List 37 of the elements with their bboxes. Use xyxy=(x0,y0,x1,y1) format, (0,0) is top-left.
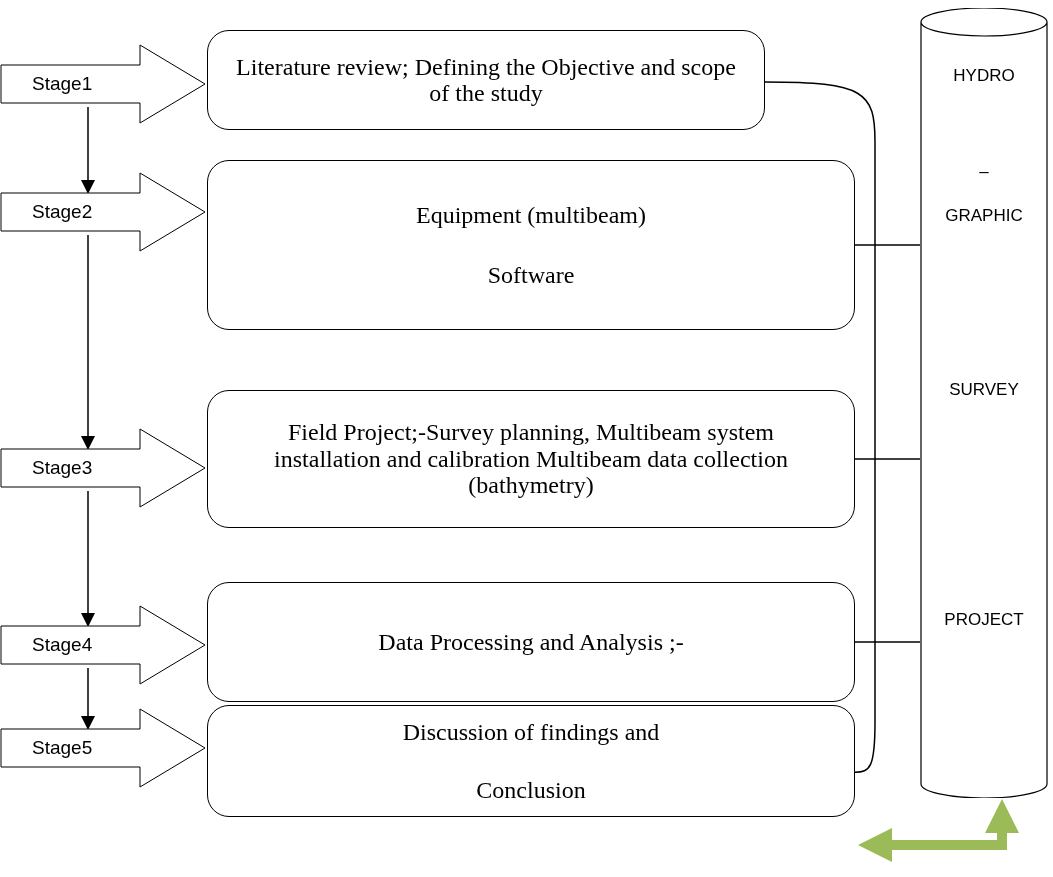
stage-label: Stage4 xyxy=(32,634,93,656)
arrow xyxy=(81,490,95,627)
box-text: Discussion of findings and xyxy=(402,718,660,745)
stage-arrow xyxy=(0,605,206,685)
stage-label: Stage3 xyxy=(32,457,93,479)
box-text: Software xyxy=(487,262,575,289)
block-arrow xyxy=(858,799,1019,862)
stage-arrow xyxy=(0,172,206,252)
connector-line xyxy=(854,244,921,246)
process-box xyxy=(207,582,855,702)
stage-label: Stage2 xyxy=(32,201,93,223)
process-box xyxy=(207,160,855,330)
box-text: Literature review; Defining the Objective and scope of the study xyxy=(236,53,736,107)
process-box xyxy=(207,390,855,528)
process-box xyxy=(207,30,765,130)
box-text: Conclusion xyxy=(476,777,586,804)
cylinder-label: GRAPHIC xyxy=(944,206,1024,226)
arrow xyxy=(81,106,95,194)
stage-label: Stage5 xyxy=(32,737,93,759)
connector-line xyxy=(764,81,876,773)
connector-line xyxy=(854,641,921,643)
cylinder-label: HYDRO xyxy=(952,66,1016,86)
cylinder xyxy=(920,8,1048,798)
process-box xyxy=(207,705,855,817)
box-text: Data Processing and Analysis ;- xyxy=(378,628,684,656)
stage-arrow xyxy=(0,708,206,788)
box-text: Field Project;-Survey planning, Multibeam system installation and calibration Multibeam data collection (bathymetry) xyxy=(273,419,789,499)
cylinder-label: SURVEY xyxy=(948,380,1020,400)
cylinder-label: – xyxy=(978,162,990,182)
stage-label: Stage1 xyxy=(32,73,93,95)
arrow xyxy=(81,234,95,450)
box-text: Equipment (multibeam) xyxy=(416,201,646,228)
cylinder-label: PROJECT xyxy=(943,610,1025,630)
stage-arrow xyxy=(0,44,206,124)
stage-arrow xyxy=(0,428,206,508)
connector-line xyxy=(854,458,921,460)
arrow xyxy=(81,667,95,730)
